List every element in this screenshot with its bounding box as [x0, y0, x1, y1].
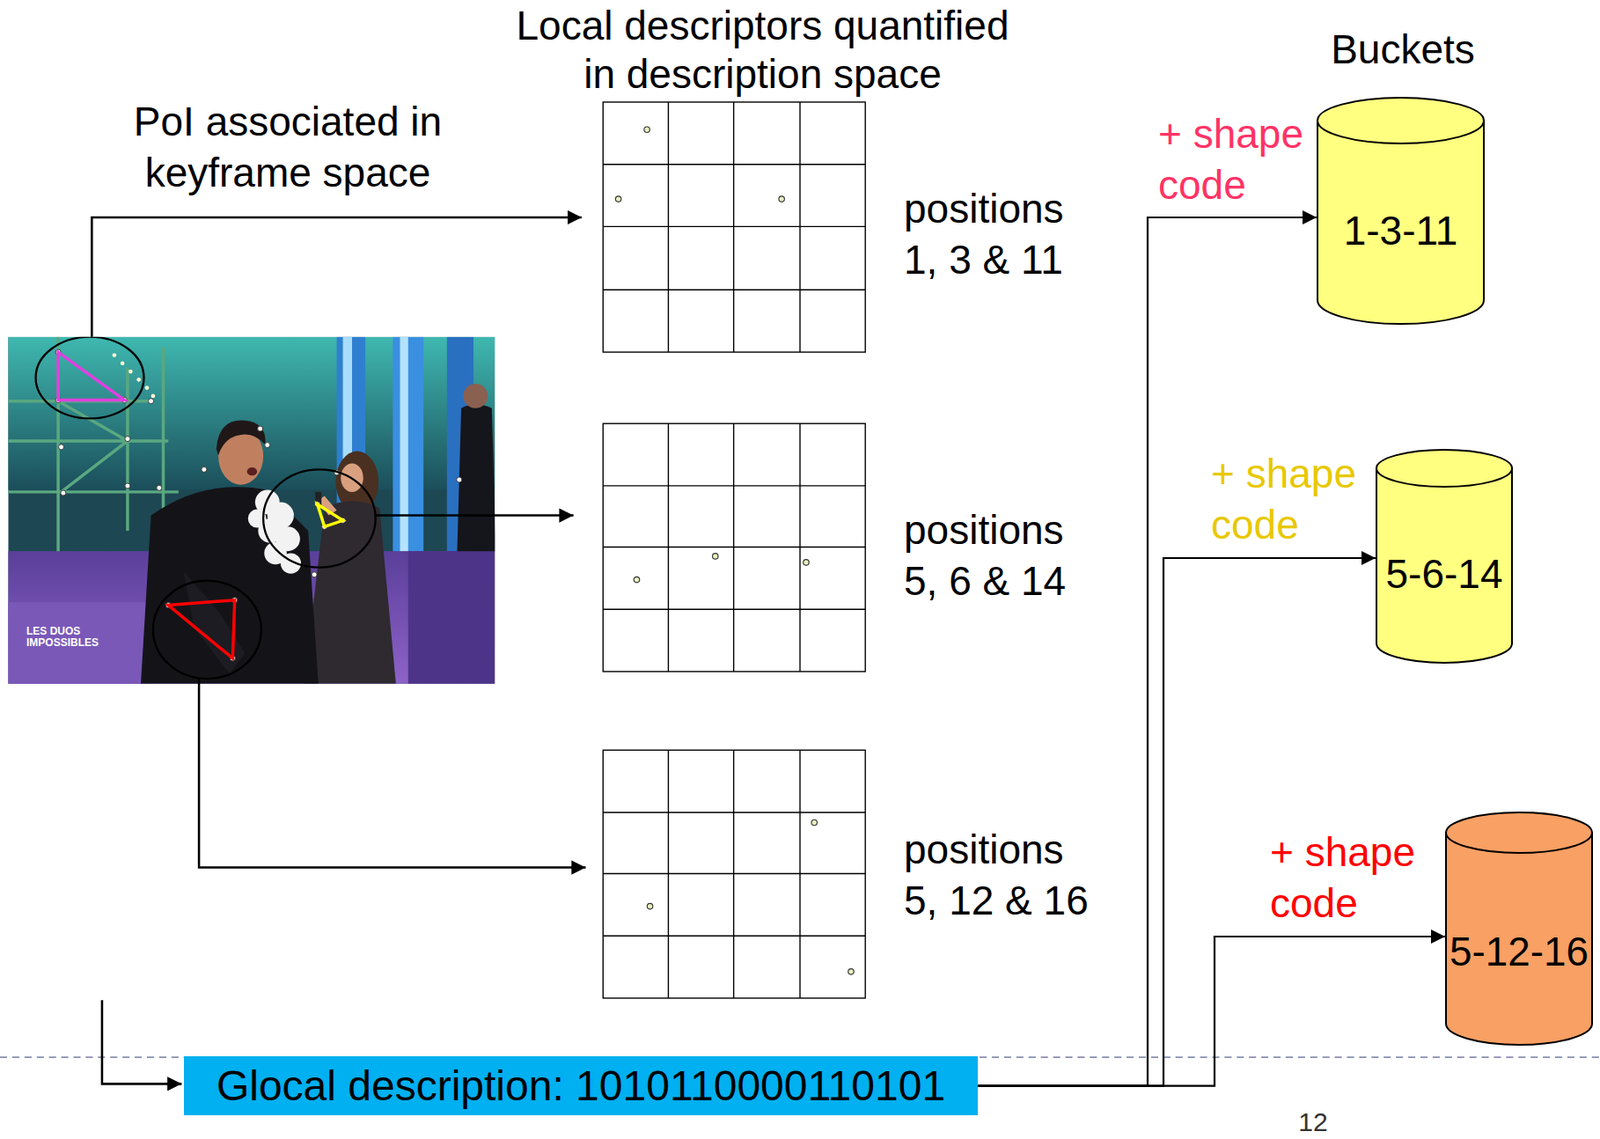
description-grid	[602, 102, 866, 999]
flow-arrow	[91, 217, 586, 1084]
connector	[977, 936, 1446, 1087]
bucket-cylinder: 1-3-11	[1316, 96, 1485, 325]
node-text: 5-6-14	[1375, 550, 1513, 598]
text-label: PoI associated in keyframe space	[120, 96, 456, 199]
text-label: positions 5, 12 & 16	[903, 824, 1100, 927]
bucket-cylinder: 5-6-14	[1375, 448, 1513, 664]
descriptor-dot	[615, 126, 854, 975]
text-label: positions 5, 6 & 14	[903, 505, 1100, 608]
text-label: 12	[1284, 1107, 1342, 1137]
cylinder-outline	[1445, 811, 1593, 1046]
description-box: Glocal description: 1010110000110101	[183, 1056, 978, 1116]
connector	[977, 557, 1376, 1087]
text-label: positions 1, 3 & 11	[903, 183, 1100, 287]
bucket-cylinder: 5-12-16	[1445, 811, 1593, 1046]
text-label: Local descriptors quantified in descript…	[505, 1, 1021, 99]
edge-label: + shape code	[1269, 827, 1424, 930]
text-label: LES DUOS IMPOSSIBLES	[26, 625, 108, 648]
node-text: 5-12-16	[1445, 929, 1593, 977]
node-text: Glocal description: 1010110000110101	[196, 1061, 966, 1110]
connector	[977, 217, 1317, 1087]
text-label: Buckets	[1314, 25, 1491, 74]
edge-label: + shape code	[1158, 109, 1313, 212]
node-text: 1-3-11	[1316, 207, 1485, 255]
keyframe-photo	[7, 337, 495, 684]
edge-label: + shape code	[1211, 448, 1366, 551]
